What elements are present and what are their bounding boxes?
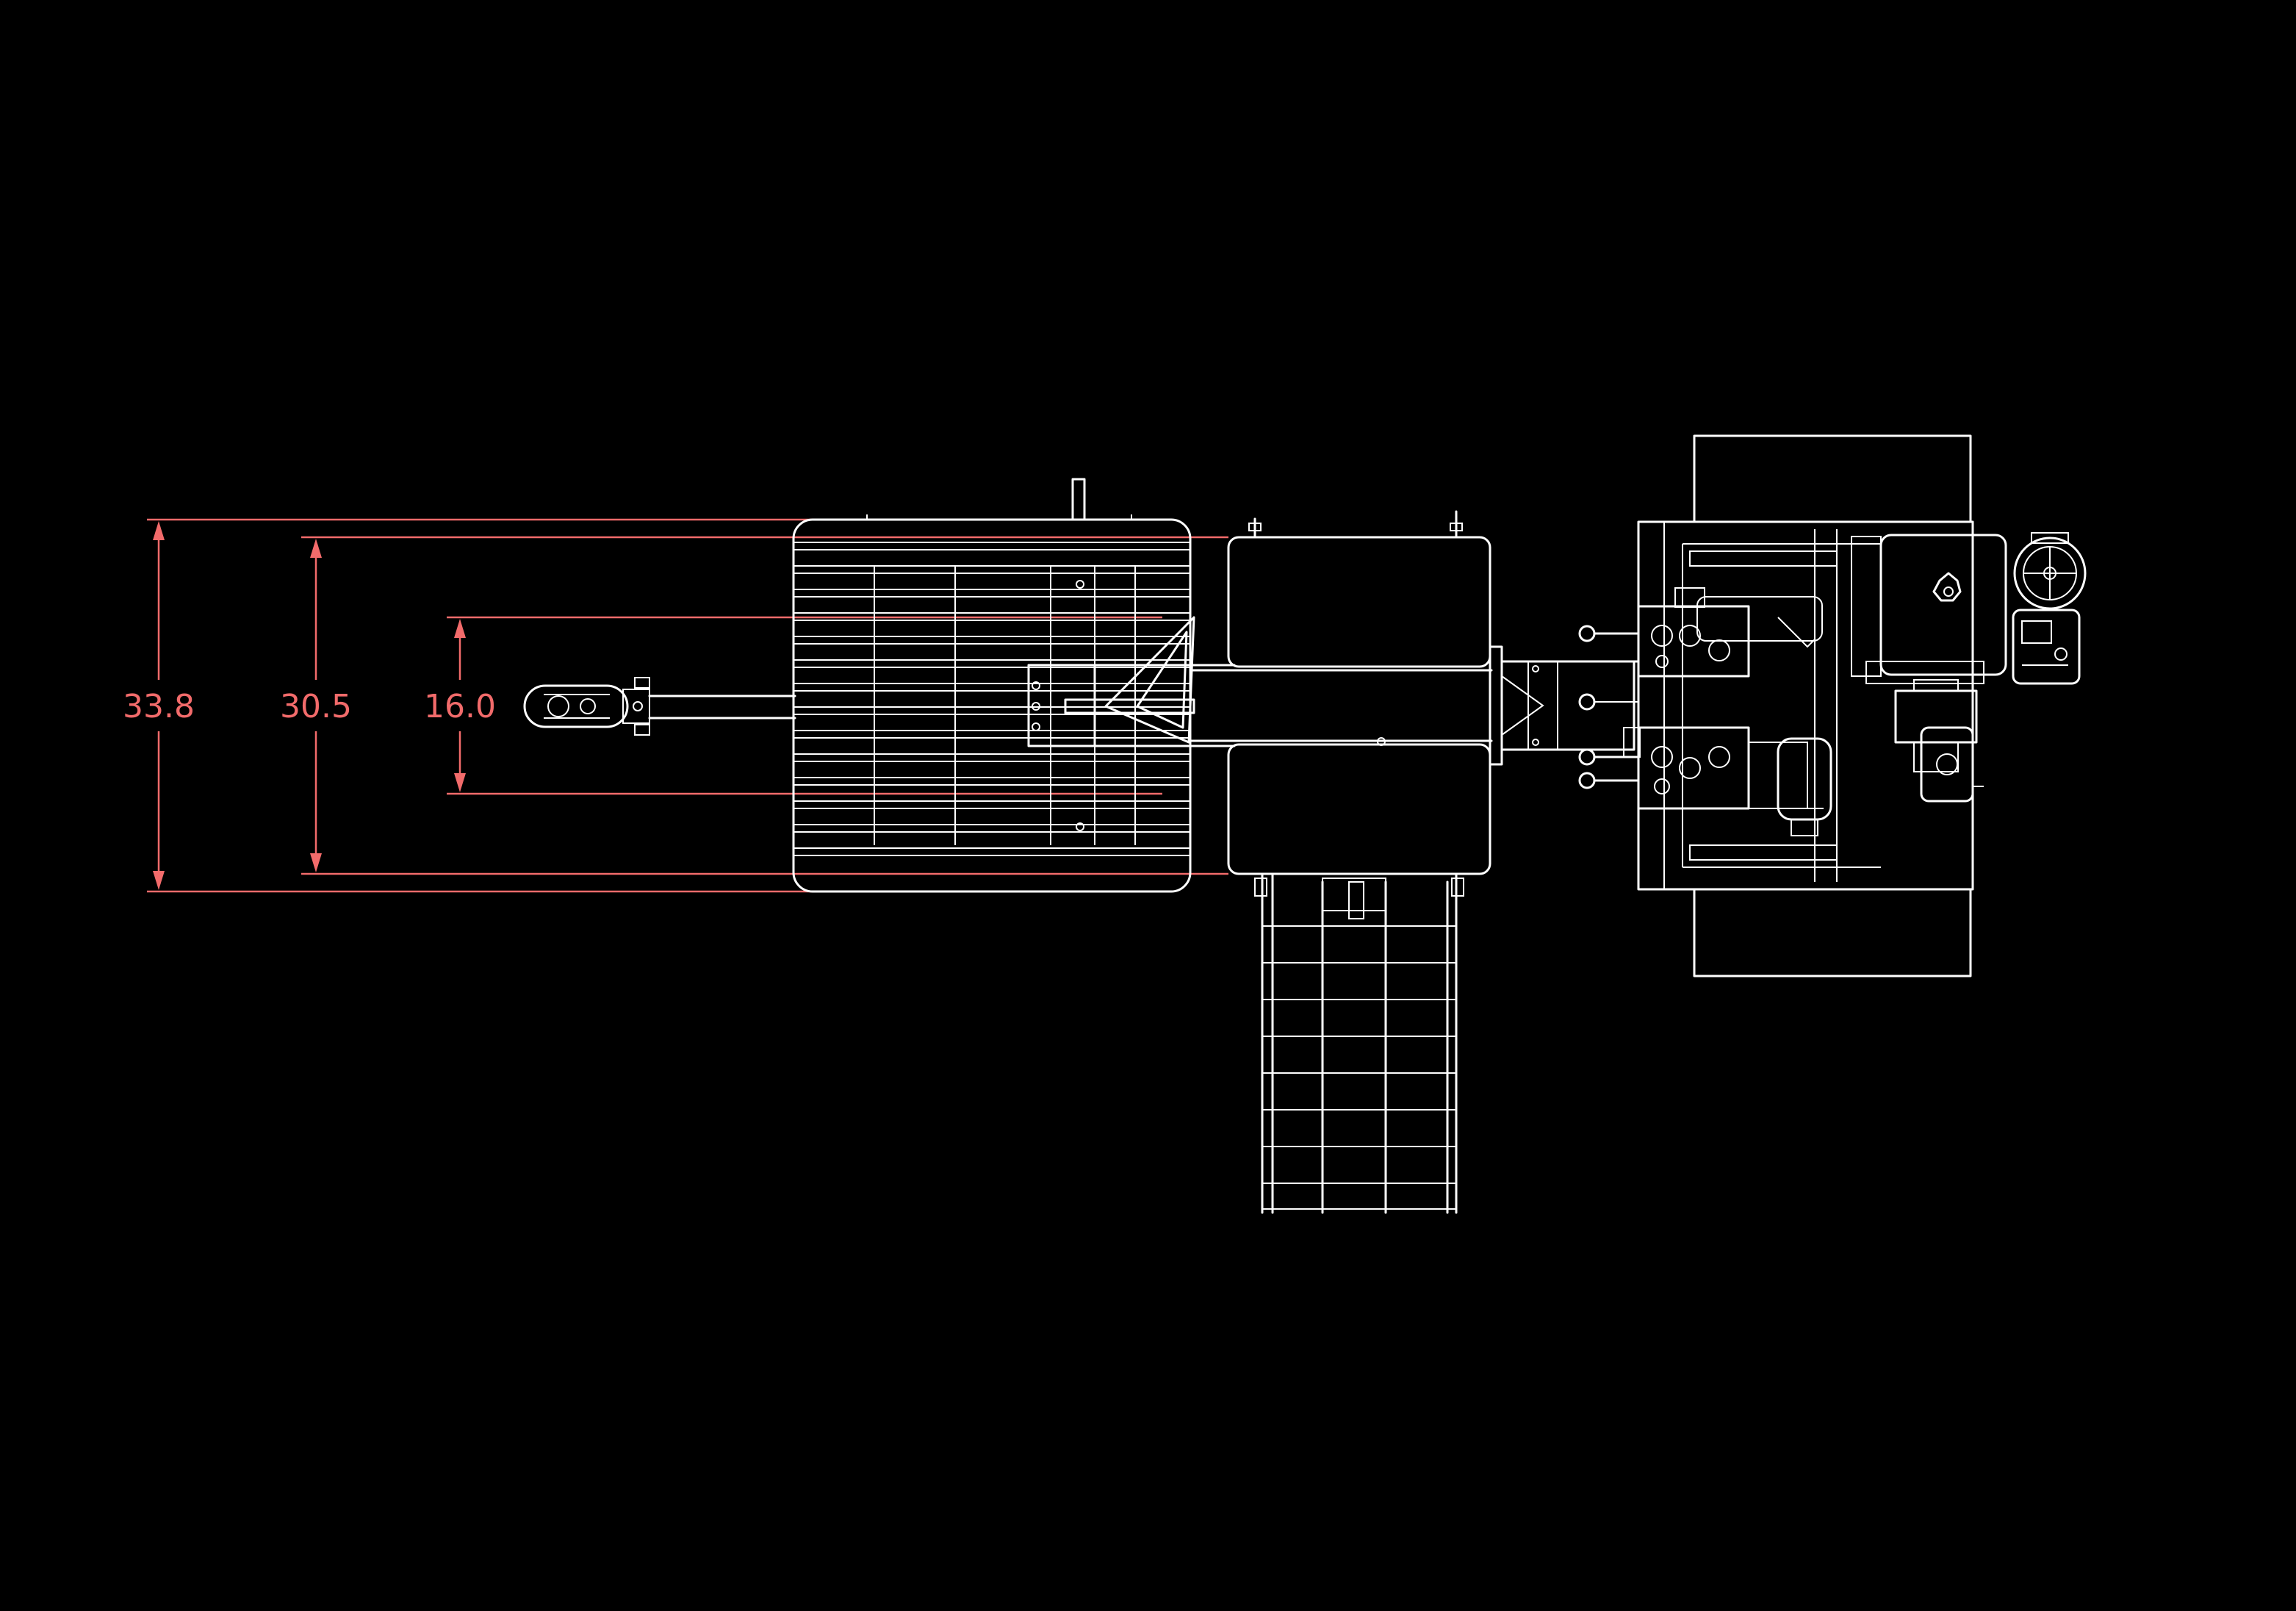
dimension-label-overall: 33.8 (123, 688, 195, 725)
ladder-table (1254, 872, 1464, 1214)
levers (1578, 625, 1641, 789)
control-box (2012, 609, 2081, 685)
recoil-starter (2013, 532, 2087, 610)
engine-block (1851, 534, 2007, 684)
control-valve-upper (1637, 587, 1823, 678)
tongue (648, 695, 796, 720)
lower-panel (1227, 737, 1491, 875)
splitter-wedge (1064, 616, 1195, 744)
pump (1894, 679, 1978, 772)
dimension-overall: 33.8 (123, 518, 816, 893)
dimension-label-opening: 16.0 (424, 688, 496, 725)
dimension-label-inner: 30.5 (280, 688, 352, 725)
dimension-inner: 30.5 (280, 536, 1228, 875)
hitch-coupler (523, 677, 650, 736)
roller-bed (792, 478, 1192, 893)
dimension-opening: 16.0 (424, 616, 1162, 795)
engine-frame (1637, 434, 1974, 977)
hydraulic-filter (1777, 737, 1832, 836)
center-plate (1027, 664, 1236, 747)
side-motor (1920, 726, 1984, 803)
main-beam (1189, 645, 1635, 766)
upper-panel (1227, 510, 1491, 668)
